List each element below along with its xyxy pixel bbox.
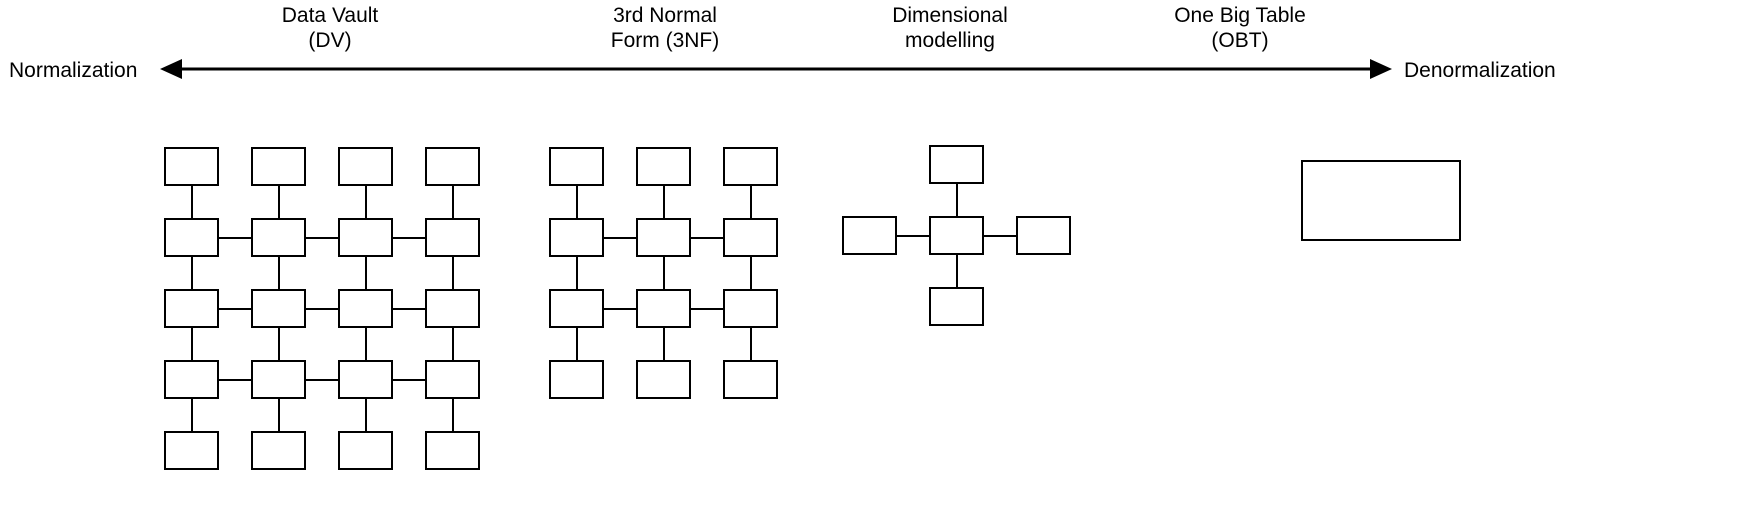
column-caption-data-vault: Data Vault (DV)	[281, 4, 379, 52]
data-vault-vconnector	[190, 257, 193, 289]
data-vault-vconnector	[364, 328, 367, 360]
data-vault-node	[338, 147, 393, 186]
data-vault-vconnector	[451, 399, 454, 431]
third-normal-form-node	[636, 289, 691, 328]
third-normal-form-node	[549, 218, 604, 257]
third-normal-form-vconnector	[662, 328, 665, 360]
dimension-node-left	[842, 216, 897, 255]
third-normal-form-node	[723, 289, 778, 328]
data-vault-node	[338, 218, 393, 257]
data-vault-vconnector	[364, 186, 367, 218]
data-vault-hconnector	[306, 236, 338, 239]
data-vault-vconnector	[277, 257, 280, 289]
column-caption-third-normal-form: 3rd Normal Form (3NF)	[610, 4, 720, 52]
third-normal-form-node	[636, 147, 691, 186]
third-normal-form-vconnector	[749, 186, 752, 218]
data-vault-node	[164, 431, 219, 470]
data-vault-vconnector	[451, 186, 454, 218]
data-vault-hconnector	[393, 378, 425, 381]
data-vault-node	[164, 147, 219, 186]
column-caption-one-big-table: One Big Table (OBT)	[1174, 4, 1306, 52]
data-vault-hconnector	[219, 307, 251, 310]
data-vault-node	[164, 360, 219, 399]
axis-label-normalization: Normalization	[9, 59, 138, 82]
data-vault-hconnector	[306, 307, 338, 310]
third-normal-form-vconnector	[575, 186, 578, 218]
data-vault-vconnector	[190, 399, 193, 431]
data-vault-node	[251, 218, 306, 257]
dimensional-hconnector	[984, 234, 1016, 237]
fact-node-center	[929, 216, 984, 255]
data-vault-node	[251, 360, 306, 399]
dimensional-vconnector	[955, 255, 958, 287]
data-vault-node	[251, 431, 306, 470]
axis-label-denormalization: Denormalization	[1404, 59, 1556, 82]
data-vault-node	[251, 289, 306, 328]
data-vault-node	[425, 431, 480, 470]
one-big-table-node	[1301, 160, 1461, 241]
data-vault-node	[425, 218, 480, 257]
third-normal-form-hconnector	[691, 236, 723, 239]
column-caption-dimensional-modelling: Dimensional modelling	[892, 4, 1008, 52]
third-normal-form-node	[723, 218, 778, 257]
data-vault-hconnector	[219, 236, 251, 239]
data-vault-hconnector	[306, 378, 338, 381]
third-normal-form-node	[636, 360, 691, 399]
data-vault-hconnector	[393, 307, 425, 310]
data-vault-vconnector	[277, 186, 280, 218]
third-normal-form-node	[723, 147, 778, 186]
third-normal-form-node	[549, 147, 604, 186]
data-vault-node	[338, 289, 393, 328]
data-vault-vconnector	[451, 328, 454, 360]
data-vault-hconnector	[393, 236, 425, 239]
data-vault-vconnector	[364, 399, 367, 431]
dimension-node-top	[929, 145, 984, 184]
third-normal-form-vconnector	[575, 257, 578, 289]
third-normal-form-vconnector	[662, 257, 665, 289]
data-vault-node	[338, 431, 393, 470]
third-normal-form-node	[723, 360, 778, 399]
third-normal-form-hconnector	[691, 307, 723, 310]
data-vault-hconnector	[219, 378, 251, 381]
third-normal-form-vconnector	[749, 257, 752, 289]
third-normal-form-vconnector	[575, 328, 578, 360]
data-vault-node	[164, 289, 219, 328]
data-vault-node	[425, 360, 480, 399]
dimension-node-right	[1016, 216, 1071, 255]
dimensional-vconnector	[955, 184, 958, 216]
third-normal-form-node	[549, 289, 604, 328]
data-vault-node	[251, 147, 306, 186]
data-vault-vconnector	[190, 328, 193, 360]
normalization-denormalization-arrow	[160, 59, 1392, 79]
dimension-node-bottom	[929, 287, 984, 326]
data-vault-vconnector	[190, 186, 193, 218]
data-vault-vconnector	[451, 257, 454, 289]
data-vault-node	[425, 289, 480, 328]
third-normal-form-vconnector	[749, 328, 752, 360]
third-normal-form-vconnector	[662, 186, 665, 218]
data-vault-vconnector	[277, 399, 280, 431]
dimensional-hconnector	[897, 234, 929, 237]
data-vault-node	[425, 147, 480, 186]
data-vault-vconnector	[364, 257, 367, 289]
third-normal-form-hconnector	[604, 236, 636, 239]
data-vault-vconnector	[277, 328, 280, 360]
third-normal-form-node	[636, 218, 691, 257]
third-normal-form-node	[549, 360, 604, 399]
data-vault-node	[164, 218, 219, 257]
data-vault-node	[338, 360, 393, 399]
third-normal-form-hconnector	[604, 307, 636, 310]
